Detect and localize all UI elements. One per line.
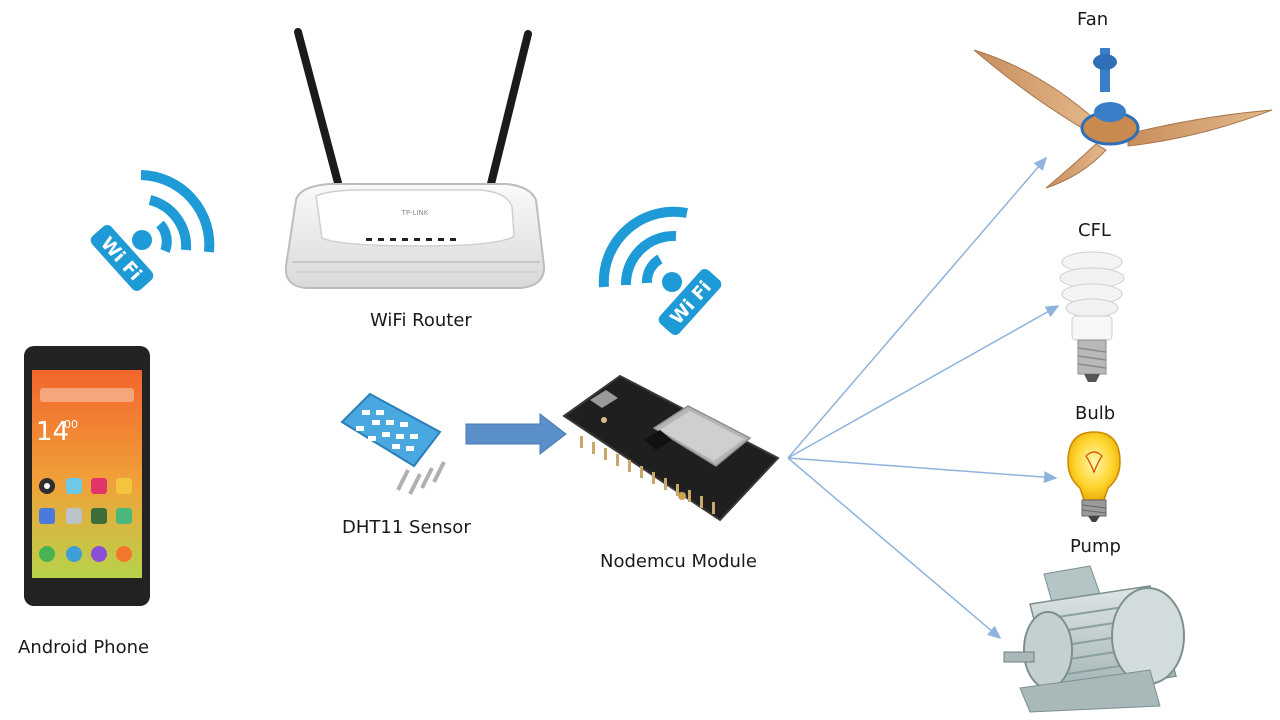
router-brand: TP-LINK [401, 209, 429, 217]
pump-label: Pump [1070, 536, 1121, 557]
nodemcu-label: Nodemcu Module [600, 551, 757, 572]
phone-icon: 14 00 [24, 346, 150, 606]
wifi-icon: Wi Fi [90, 170, 215, 291]
arrow-to-pump [787, 457, 1002, 639]
phone-clock: 14 [36, 417, 69, 447]
nodemcu-icon [562, 374, 780, 522]
router-icon: TP-LINK [284, 28, 546, 289]
wifi-icon: Wi Fi [598, 206, 722, 335]
data-flow-arrow [465, 412, 567, 456]
pump-icon [1003, 565, 1185, 713]
bulb-icon [1067, 431, 1121, 522]
arrow-to-cfl [787, 305, 1060, 459]
phone-label: Android Phone [18, 637, 150, 658]
arrow-to-fan [787, 156, 1047, 459]
sensor-label: DHT11 Sensor [342, 517, 471, 538]
control-arrows [787, 156, 1060, 639]
cfl-label: CFL [1078, 220, 1111, 241]
arrow-to-bulb [787, 457, 1058, 484]
router-label: WiFi Router [370, 310, 472, 331]
phone-clock-minutes: 00 [64, 418, 78, 431]
phone-app-grid [39, 478, 132, 562]
sensor-icon [340, 392, 446, 495]
fan-icon [973, 48, 1273, 189]
cfl-icon [1059, 251, 1125, 382]
fan-label: Fan [1077, 9, 1109, 30]
bulb-label: Bulb [1075, 403, 1116, 424]
